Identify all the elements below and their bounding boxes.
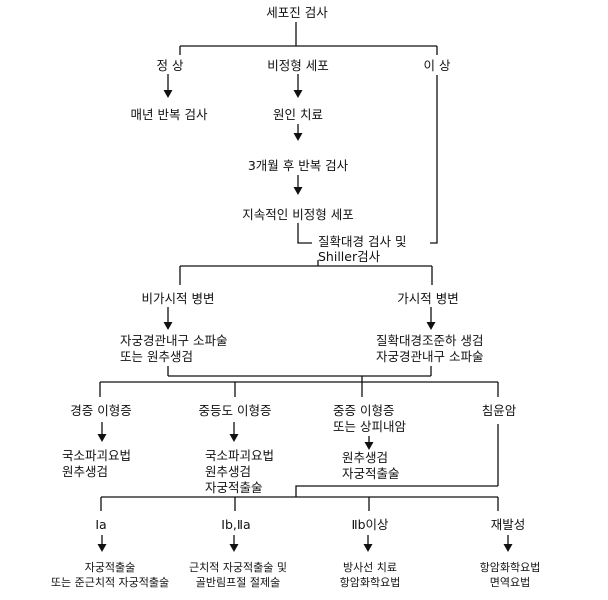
visible-treatment-line-2: 자궁경관내구 소파술 [376, 349, 484, 364]
invisible-lesion-node: 비가시적 병변 [141, 291, 215, 306]
normal-node: 정 상 [156, 58, 184, 73]
persistent-atypical-node: 지속적인 비정형 세포 [242, 207, 354, 222]
root-node: 세포진 검사 [266, 5, 328, 20]
stage-1b-2a-node: Ⅰb,Ⅱa [221, 517, 251, 532]
stage-1b-2a-treatment-line-1: 근치적 자궁적출술 및 [188, 561, 288, 574]
stage-1a-treatment-line-2: 또는 준근치적 자궁적출술 [50, 576, 170, 589]
invisible-treatment-node: 자궁경관내구 소파술 또는 원추생검 [120, 333, 227, 365]
mild-treatment-node: 국소파괴요법 원추생검 [62, 448, 131, 480]
severe-treatment-line-2: 자궁적출술 [342, 466, 400, 481]
invisible-treatment-line-1: 자궁경관내구 소파술 [120, 333, 228, 348]
moderate-treatment-line-1: 국소파괴요법 [205, 448, 275, 463]
recurrence-treatment-line-1: 항암화학요법 [479, 561, 541, 574]
atypical-cell-node: 비정형 세포 [267, 58, 329, 73]
repeat-3month-node: 3개월 후 반복 검사 [247, 158, 349, 173]
stage-1a-treatment-node: 자궁적출술 또는 준근치적 자궁적출술 [51, 560, 169, 590]
stage-2b-treatment-node: 방사선 치료 항암화학요법 [340, 560, 401, 590]
severe-dysplasia-node: 중증 이형증 또는 상피내암 [333, 403, 406, 435]
visible-lesion-node: 가시적 병변 [397, 291, 459, 306]
stage-1a-node: Ⅰa [95, 517, 107, 532]
moderate-treatment-node: 국소파괴요법 원추생검 자궁적출술 [205, 448, 274, 496]
visible-treatment-line-1: 질확대경조준하 생검 [376, 333, 484, 348]
severe-dysplasia-line-2: 또는 상피내암 [333, 419, 406, 434]
stage-2b-treatment-line-1: 방사선 치료 [342, 561, 398, 574]
annual-repeat-node: 매년 반복 검사 [130, 107, 208, 122]
stage-1b-2a-treatment-node: 근치적 자궁적출술 및 골반림프절 절제술 [189, 560, 287, 590]
stage-2b-plus-node: Ⅱb이상 [351, 517, 389, 532]
cause-treatment-node: 원인 치료 [273, 107, 323, 122]
severe-treatment-line-1: 원추생검 [342, 450, 389, 465]
stage-1a-treatment-line-1: 자궁적출술 [84, 561, 136, 574]
abnormal-node: 이 상 [423, 58, 451, 73]
recurrence-node: 재발성 [490, 517, 526, 532]
mild-treatment-line-1: 국소파괴요법 [62, 448, 132, 463]
moderate-dysplasia-node: 중등도 이형증 [198, 403, 272, 418]
moderate-treatment-line-2: 원추생검 [205, 464, 252, 479]
stage-2b-treatment-line-2: 항암화학요법 [339, 576, 401, 589]
visible-treatment-node: 질확대경조준하 생검 자궁경관내구 소파술 [376, 333, 483, 365]
colposcopy-node: 질확대경 검사 및 [318, 234, 407, 249]
stage-1b-2a-treatment-line-2: 골반림프절 절제술 [195, 576, 281, 589]
invisible-treatment-line-2: 또는 원추생검 [120, 349, 193, 364]
schiller-test-node: Shiller검사 [318, 249, 381, 264]
moderate-treatment-line-3: 자궁적출술 [205, 480, 263, 495]
severe-treatment-node: 원추생검 자궁적출술 [342, 450, 400, 482]
recurrence-treatment-line-2: 면역요법 [489, 576, 531, 589]
mild-treatment-line-2: 원추생검 [62, 464, 109, 479]
mild-dysplasia-node: 경증 이형증 [70, 403, 132, 418]
severe-dysplasia-line-1: 중증 이형증 [333, 403, 395, 418]
invasive-cancer-node: 침윤암 [481, 403, 517, 418]
recurrence-treatment-node: 항암화학요법 면역요법 [480, 560, 541, 590]
